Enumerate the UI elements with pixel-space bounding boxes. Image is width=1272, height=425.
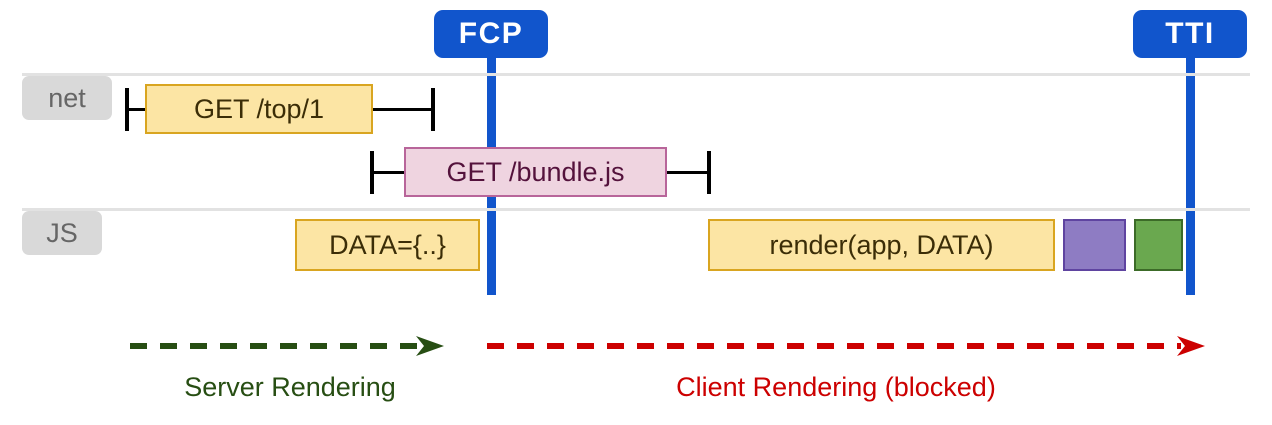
phase-arrow-server-rendering [130,336,444,356]
bar-get-top-1[interactable]: GET /top/1 [145,84,373,134]
phase-arrow-client-rendering [487,336,1205,356]
whisker-cap-end-get-top-1 [431,88,435,131]
lane-label-js-text: JS [46,217,78,248]
phase-caption-client-rendering-text: Client Rendering (blocked) [676,372,996,402]
bar-get-bundle-js[interactable]: GET /bundle.js [404,147,667,197]
bar-render-app-data[interactable]: render(app, DATA) [708,219,1055,271]
marker-badge-fcp: FCP [434,10,548,58]
lane-label-net: net [22,76,112,120]
lane-label-js: JS [22,211,102,255]
bar-label-render-app-data: render(app, DATA) [769,229,994,260]
phase-caption-server-rendering: Server Rendering [80,374,500,401]
lane-rule-js [22,208,1250,211]
marker-badge-tti: TTI [1133,10,1247,58]
bar-label-get-top-1: GET /top/1 [193,93,325,124]
bar-green-task[interactable] [1134,219,1183,271]
phase-caption-client-rendering: Client Rendering (blocked) [475,374,1197,401]
lane-rule-net [22,73,1250,76]
whisker-cap-start-get-top-1 [125,88,129,131]
marker-line-tti [1186,52,1195,295]
bar-data-assign[interactable]: DATA={..} [295,219,480,271]
bar-label-get-bundle-js: GET /bundle.js [446,156,625,187]
marker-label-fcp: FCP [458,17,524,50]
phase-caption-server-rendering-text: Server Rendering [184,372,396,402]
bar-purple-task[interactable] [1063,219,1126,271]
bar-label-data-assign: DATA={..} [329,229,446,260]
whisker-cap-end-get-bundle-js [707,151,711,194]
lane-label-net-text: net [48,82,86,113]
whisker-cap-start-get-bundle-js [370,151,374,194]
marker-label-tti: TTI [1165,17,1215,50]
